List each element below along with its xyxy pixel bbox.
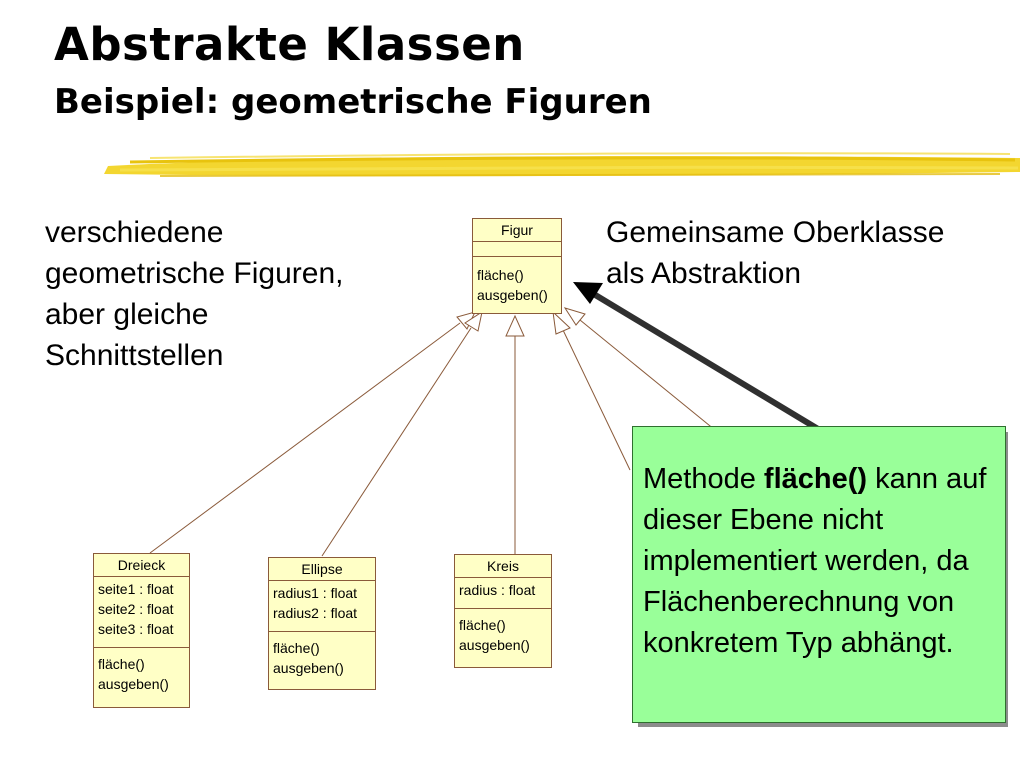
callout-text: Methode fläche() kann auf dieser Ebene n… xyxy=(643,459,997,664)
uml-attribute: radius2 : float xyxy=(273,605,358,621)
uml-method: ausgeben() xyxy=(98,676,169,692)
uml-attributes-section: seite1 : float seite2 : float seite3 : f… xyxy=(94,577,189,648)
inheritance-line-dreieck xyxy=(149,322,461,554)
left-text-line: geometrische Figuren, xyxy=(45,257,344,290)
inheritance-line-hidden-1 xyxy=(562,329,631,471)
uml-methods-section: fläche() ausgeben() xyxy=(269,632,375,680)
uml-method: fläche() xyxy=(459,617,506,633)
uml-attribute: radius1 : float xyxy=(273,585,358,601)
uml-attribute: seite1 : float xyxy=(98,581,174,597)
uml-attribute: radius : float xyxy=(459,582,536,598)
uml-class-ellipse: Ellipse radius1 : float radius2 : float … xyxy=(268,557,376,690)
right-description: Gemeinsame Oberklasse als Abstraktion xyxy=(606,212,1006,294)
slide-title: Abstrakte Klassen xyxy=(54,18,525,71)
uml-attribute: seite2 : float xyxy=(98,601,174,617)
left-text-line: verschiedene xyxy=(45,216,224,249)
inheritance-triangle-hidden-1 xyxy=(552,310,571,335)
uml-methods-section: fläche() ausgeben() xyxy=(94,648,189,696)
inheritance-triangle-ellipse xyxy=(464,310,483,332)
uml-class-dreieck: Dreieck seite1 : float seite2 : float se… xyxy=(93,553,190,708)
inheritance-line-hidden-2 xyxy=(579,319,716,431)
uml-method: ausgeben() xyxy=(459,637,530,653)
uml-method: ausgeben() xyxy=(273,660,344,676)
callout-text-post: kann auf dieser Ebene nicht implementier… xyxy=(643,463,987,659)
uml-class-name: Kreis xyxy=(455,555,551,578)
uml-method: fläche() xyxy=(273,640,320,656)
uml-attributes-section xyxy=(473,242,561,257)
uml-attributes-section: radius1 : float radius2 : float xyxy=(269,581,375,632)
left-description: verschiedene geometrische Figuren, aber … xyxy=(45,212,425,376)
uml-method: fläche() xyxy=(98,656,145,672)
inheritance-triangle-kreis xyxy=(505,314,525,337)
callout-box: Methode fläche() kann auf dieser Ebene n… xyxy=(632,426,1006,723)
inheritance-line-ellipse xyxy=(321,327,472,557)
left-text-line: aber gleiche xyxy=(45,298,209,331)
callout-text-pre: Methode xyxy=(643,463,764,495)
left-text-line: Schnittstellen xyxy=(45,339,224,372)
uml-methods-section: fläche() ausgeben() xyxy=(455,609,551,657)
uml-class-name: Dreieck xyxy=(94,554,189,577)
uml-class-figur: Figur fläche() ausgeben() xyxy=(472,218,562,314)
arrow-head-icon xyxy=(573,282,603,304)
uml-attribute: seite3 : float xyxy=(98,621,174,637)
right-text-line: als Abstraktion xyxy=(606,257,802,290)
inheritance-triangle-hidden-2 xyxy=(563,307,586,326)
uml-method: fläche() xyxy=(477,267,524,283)
brush-stroke-decoration xyxy=(104,152,1020,177)
slide-subtitle: Beispiel: geometrische Figuren xyxy=(54,82,652,122)
uml-class-kreis: Kreis radius : float fläche() ausgeben() xyxy=(454,554,552,668)
right-text-line: Gemeinsame Oberklasse xyxy=(606,216,945,249)
uml-method: ausgeben() xyxy=(477,287,548,303)
uml-methods-section: fläche() ausgeben() xyxy=(473,257,561,307)
uml-class-name: Ellipse xyxy=(269,558,375,581)
uml-attributes-section: radius : float xyxy=(455,578,551,609)
callout-text-bold: fläche() xyxy=(763,463,868,495)
pointer-arrow xyxy=(573,282,826,435)
uml-class-name: Figur xyxy=(473,219,561,242)
